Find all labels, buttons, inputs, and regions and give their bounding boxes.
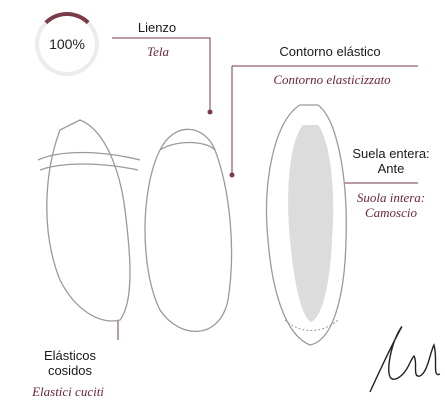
label-suola-line1: Suola intera: [356,190,426,205]
label-lienzo: Lienzo [137,20,177,35]
shoe-sole-suede [288,125,334,322]
percent-badge: 100% [35,12,99,76]
label-suela-entera: Suela entera: Ante [337,146,445,176]
label-contorno-elastico: Contorno elástico [279,44,381,59]
label-elasticos-line1: Elásticos [43,348,97,363]
shoe-sole-stitch [284,319,339,331]
signature-lili [369,326,441,393]
label-elastici-cuciti: Elastici cuciti [32,384,104,399]
shoe-side-left-strap-2 [39,163,139,171]
label-elasticos-cosidos: Elásticos cosidos [22,348,118,378]
dot-contorno [229,172,235,178]
label-contorno-elasticizzato: Contorno elasticizzato [273,72,391,87]
shoe-side-left [37,119,141,322]
label-suola-intera: Suola intera: Camoscio [337,190,445,220]
label-elasticos-line2: cosidos [47,363,93,378]
label-suela-line1: Suela entera: [352,146,430,161]
dot-lienzo [207,109,213,115]
shoe-front-middle [144,128,233,333]
shoe-sole-right [265,104,347,346]
shoe-side-left-strap [37,151,141,161]
label-suela-line2: Ante [377,161,405,176]
shoe-front-body [144,128,233,333]
shoe-side-left-body [46,119,131,322]
leader-lienzo [112,37,211,112]
shoe-front-opening [159,141,216,151]
percent-text: 100% [49,36,85,52]
label-suola-line2: Camoscio [365,205,417,220]
label-tela: Tela [147,44,169,59]
